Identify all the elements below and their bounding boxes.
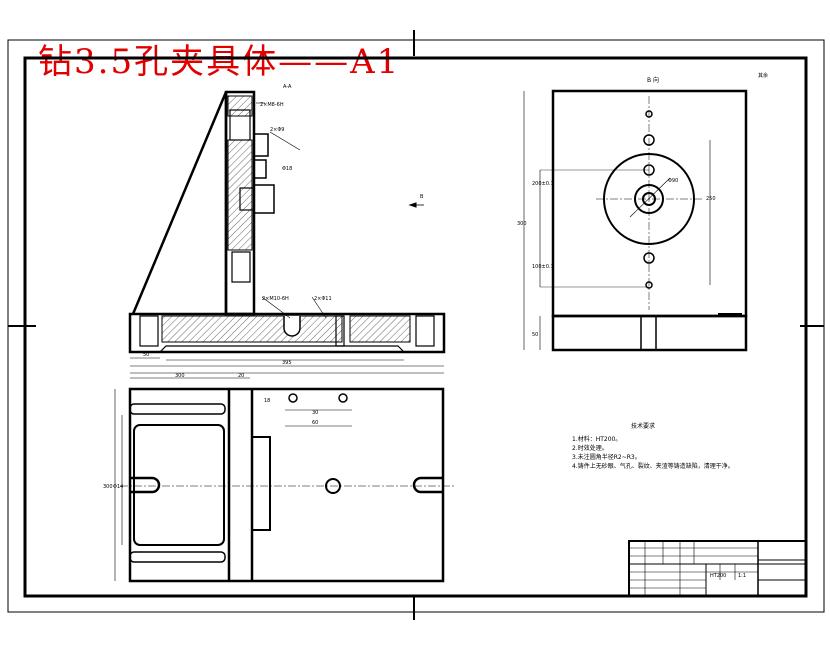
title-block-scale: 1:1 [738,573,746,579]
dim-plan-slot: Φ14 [113,484,123,490]
hole-dim-1: 2×M8-6H [260,102,284,108]
dim-top-sub: 20 [238,373,244,379]
hole-dim-2: 2×Φ9 [270,127,285,133]
dim-plan-height: 300 [103,484,113,490]
tech-item-1: 1.材料：HT200。 [572,435,621,443]
dim-left-offset: 50 [143,352,149,358]
dim-plan-small1: 18 [264,398,270,404]
hole-dim-3: Φ18 [282,166,292,172]
dim-plan-small3: 60 [312,420,318,426]
dim-b-height: 300 [517,221,527,227]
dim-top-width: 300 [175,373,185,379]
tech-heading: 技术要求 [631,422,655,430]
b-view-label: B 向 [647,76,659,84]
dim-b-bottom: 50 [532,332,538,338]
section-view [128,90,446,367]
hole-dim-4: 2×M10-6H [262,296,289,302]
drawing-title: 钻3.5孔夹具体——A1 [38,42,401,82]
hole-dim-5: 2×Φ11 [314,296,332,302]
tech-item-3: 3.未注圆角半径R2~R3。 [572,453,641,461]
tech-item-2: 2.时效处理。 [572,444,608,452]
plan-view [114,372,456,583]
tech-item-4: 4.铸件上无砂眼、气孔、裂纹、夹渣等铸造缺陷，清理干净。 [572,462,734,470]
title-block-material: HT200 [710,573,726,579]
dim-circle-dia: Φ90 [668,178,678,184]
view-arrow-b [408,202,424,208]
centering-marks [8,30,824,620]
dim-total: 395 [282,360,292,366]
dim-b-low: 100±0.1 [532,264,554,270]
title-block [628,540,807,597]
roughness-rest: 其余 [758,72,768,79]
b-view [523,89,748,352]
arrow-b-label: B [420,194,424,200]
dim-plan-small2: 30 [312,410,318,416]
dim-b-mid: 200±0.1 [532,181,554,187]
dim-b-right: 250 [706,196,716,202]
section-label: A-A [283,84,292,90]
